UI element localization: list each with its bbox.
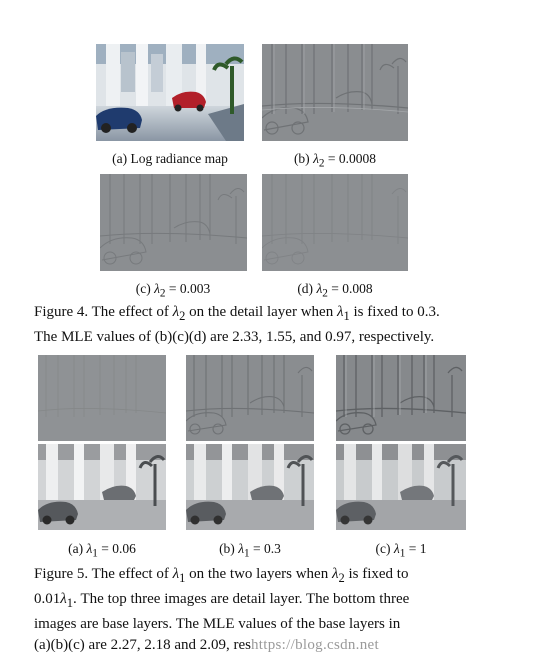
lambda-symbol: λ xyxy=(316,281,323,296)
label: (a) xyxy=(68,541,84,556)
equals: = xyxy=(97,541,113,556)
caption-line: images are base layers. The MLE values o… xyxy=(34,616,401,632)
fig5-base-image-b xyxy=(186,444,314,530)
equals: = xyxy=(249,541,265,556)
caption-line: 0.01λ1. The top three images are detail … xyxy=(34,589,474,614)
caption-text: is fixed to xyxy=(344,566,409,582)
value: 0.3 xyxy=(264,541,281,556)
caption-text: Figure 5. The effect of xyxy=(34,566,173,582)
caption-text: on the detail layer when xyxy=(185,304,337,320)
value: 0.008 xyxy=(342,281,373,296)
value: 1 xyxy=(419,541,427,556)
equals: = xyxy=(327,281,343,296)
fig4-subcaption-d: (d) λ2 = 0.008 xyxy=(258,281,412,300)
value: 0.003 xyxy=(179,281,211,296)
fig5-detail-image-c xyxy=(336,355,466,441)
equals: = xyxy=(324,151,339,166)
subscript: 2 xyxy=(322,287,328,300)
lambda-symbol: λ xyxy=(393,541,400,556)
caption-line: (a)(b)(c) are 2.27, 2.18 and 2.09, resht… xyxy=(34,635,474,656)
lambda-symbol: λ xyxy=(238,541,245,556)
fig5-subcaption-a: (a) λ1 = 0.06 xyxy=(38,541,166,560)
caption-text: Figure 4. The effect of xyxy=(34,304,173,320)
fig4-subcaption-c: (c) λ2 = 0.003 xyxy=(96,281,250,300)
subscript: 2 xyxy=(318,157,325,170)
watermark: https://blog.csdn.net xyxy=(251,637,379,653)
lambda-symbol: λ xyxy=(154,281,160,296)
fig5-detail-image-b xyxy=(186,355,314,441)
subscript: 1 xyxy=(244,547,250,560)
lambda-symbol: λ xyxy=(172,304,180,320)
caption-line: Figure 5. The effect of λ1 on the two la… xyxy=(34,564,474,589)
label: (c) xyxy=(135,281,151,296)
equals: = xyxy=(405,541,420,556)
fig5-base-image-a xyxy=(38,444,166,530)
lambda-symbol: λ xyxy=(86,541,93,556)
lambda-symbol: λ xyxy=(60,591,67,607)
fig4-image-b xyxy=(262,44,408,141)
fig5-subcaption-c: (c) λ1 = 1 xyxy=(336,541,466,560)
caption-line: Figure 4. The effect of λ2 on the detail… xyxy=(34,302,474,327)
equals: = xyxy=(165,281,180,296)
lambda-symbol: λ xyxy=(313,151,319,166)
label: (a) xyxy=(112,151,128,166)
caption-text: is fixed to 0.3. xyxy=(349,304,440,320)
subscript: 1 xyxy=(179,571,186,585)
subscript: 1 xyxy=(92,547,98,560)
caption-text: 0.01 xyxy=(34,591,61,607)
fig5-subcaption-b: (b) λ1 = 0.3 xyxy=(186,541,314,560)
label: (d) xyxy=(297,281,314,296)
caption-line: The MLE values of (b)(c)(d) are 2.33, 1.… xyxy=(34,329,435,345)
text: Log radiance map xyxy=(130,151,228,166)
fig4-image-c xyxy=(100,174,247,271)
lambda-symbol: λ xyxy=(336,304,344,320)
caption-text: . The top three images are detail layer.… xyxy=(73,591,410,607)
fig5-caption: Figure 5. The effect of λ1 on the two la… xyxy=(34,564,474,656)
fig5-base-image-c xyxy=(336,444,466,530)
fig4-image-a xyxy=(96,44,244,141)
label: (b) xyxy=(219,541,235,556)
lambda-symbol: λ xyxy=(331,566,339,582)
value: 0.06 xyxy=(112,541,136,556)
fig4-image-d xyxy=(262,174,408,271)
subscript: 1 xyxy=(343,309,350,323)
caption-text: on the two layers when xyxy=(185,566,332,582)
label: (c) xyxy=(375,541,391,556)
caption-text: (a)(b)(c) are 2.27, 2.18 and 2.09, res xyxy=(34,637,251,653)
subscript: 1 xyxy=(399,547,406,560)
value: 0.0008 xyxy=(338,151,377,166)
subscript: 1 xyxy=(66,596,73,610)
lambda-symbol: λ xyxy=(172,566,180,582)
subscript: 2 xyxy=(159,287,166,300)
fig4-subcaption-a: (a) Log radiance map xyxy=(92,151,248,167)
fig4-subcaption-b: (b) λ2 = 0.0008 xyxy=(258,151,412,170)
label: (b) xyxy=(293,151,310,166)
fig5-detail-image-a xyxy=(38,355,166,441)
subscript: 2 xyxy=(338,571,345,585)
subscript: 2 xyxy=(179,309,186,323)
fig4-caption: Figure 4. The effect of λ2 on the detail… xyxy=(34,302,474,348)
